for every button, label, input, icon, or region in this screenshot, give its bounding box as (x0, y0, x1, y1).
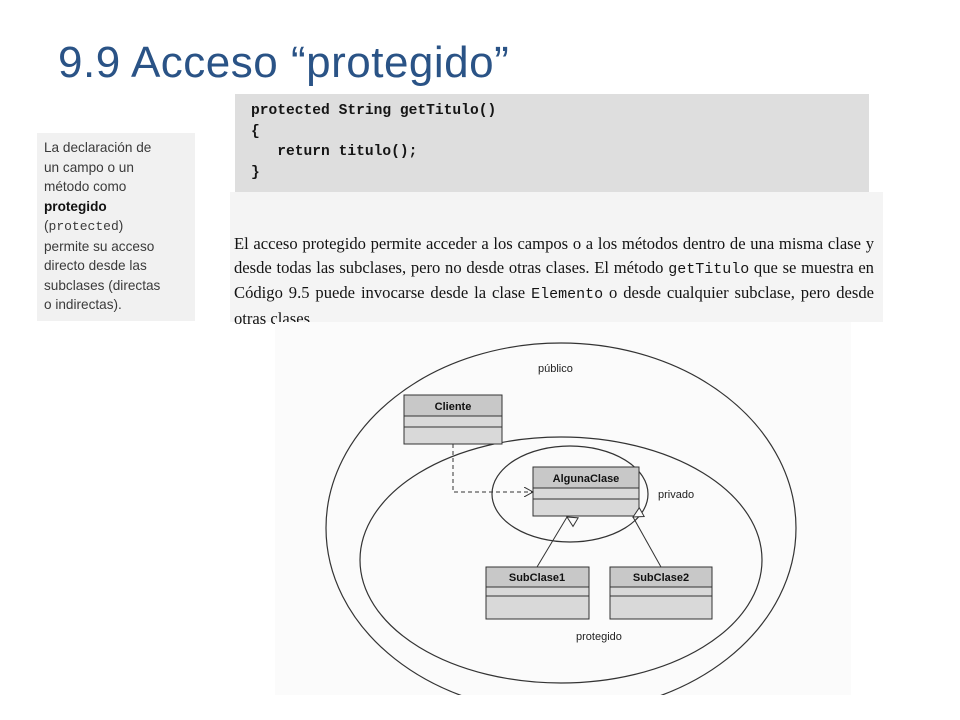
class-box-sub1: SubClase1 (485, 566, 590, 620)
margin-note-paren-close: ) (118, 218, 124, 233)
margin-note-line: un campo o un (44, 159, 134, 175)
protected-scope-label: protegido (576, 631, 622, 643)
public-scope-label: público (538, 363, 573, 375)
paragraph-text: que se muestra en Código 9.5 puede invoc… (234, 257, 874, 303)
dependency-arrow (452, 444, 533, 492)
class-name-cliente: Cliente (435, 401, 472, 413)
code-line: } (251, 164, 260, 181)
private-scope-label: privado (658, 489, 694, 501)
private-scope-ellipse (491, 445, 649, 543)
inheritance-arrow-sub2 (633, 517, 662, 568)
paragraph-text: El acceso protegido permite acceder a lo… (234, 234, 874, 277)
class-name-alguna: AlgunaClase (553, 473, 620, 485)
margin-note-line: protegido (44, 197, 194, 217)
paragraph-area: El acceso protegido permite acceder a lo… (230, 192, 883, 328)
access-diagram: público privado protegido Cliente Alguna… (275, 322, 851, 695)
slide-title: 9.9 Acceso “protegido” (58, 38, 510, 87)
paragraph-code: getTitulo (668, 260, 750, 278)
margin-note-code: protected (48, 219, 119, 234)
explanation-paragraph: El acceso protegido permite acceder a lo… (234, 232, 874, 330)
class-box-cliente: Cliente (403, 394, 503, 445)
public-scope-ellipse (325, 342, 797, 695)
margin-note-line: La declaración de (44, 140, 152, 155)
margin-note-line: subclases (directas (44, 277, 161, 293)
class-box-sub2: SubClase2 (609, 566, 713, 620)
margin-note: La declaración de un campo o un método c… (37, 133, 195, 321)
paragraph-code: Elemento (531, 286, 604, 303)
access-diagram-svg: público privado protegido Cliente Alguna… (325, 342, 797, 695)
margin-note-paren-open: ( (44, 218, 49, 233)
margin-note-text: La declaración de un campo o un método c… (44, 138, 194, 315)
margin-note-line: método como (44, 179, 127, 194)
code-line: { (251, 123, 260, 140)
margin-note-keyword: protegido (44, 198, 107, 214)
margin-note-line: directo desde las (44, 258, 147, 273)
code-line: protected String getTitulo() (251, 103, 497, 119)
margin-note-line: permite su acceso (44, 238, 155, 254)
code-line: return titulo(); (251, 144, 418, 160)
class-name-sub1: SubClase1 (509, 572, 565, 584)
class-box-alguna: AlgunaClase (532, 466, 640, 517)
code-text: protected String getTitulo() { return tit… (251, 101, 496, 183)
code-listing: protected String getTitulo() { return tit… (235, 94, 869, 192)
class-name-sub2: SubClase2 (633, 572, 689, 584)
inheritance-arrow-sub1 (536, 517, 567, 568)
margin-note-line: o indirectas). (44, 297, 122, 312)
margin-note-line: (protected) (44, 216, 194, 237)
protected-scope-ellipse (359, 436, 763, 684)
